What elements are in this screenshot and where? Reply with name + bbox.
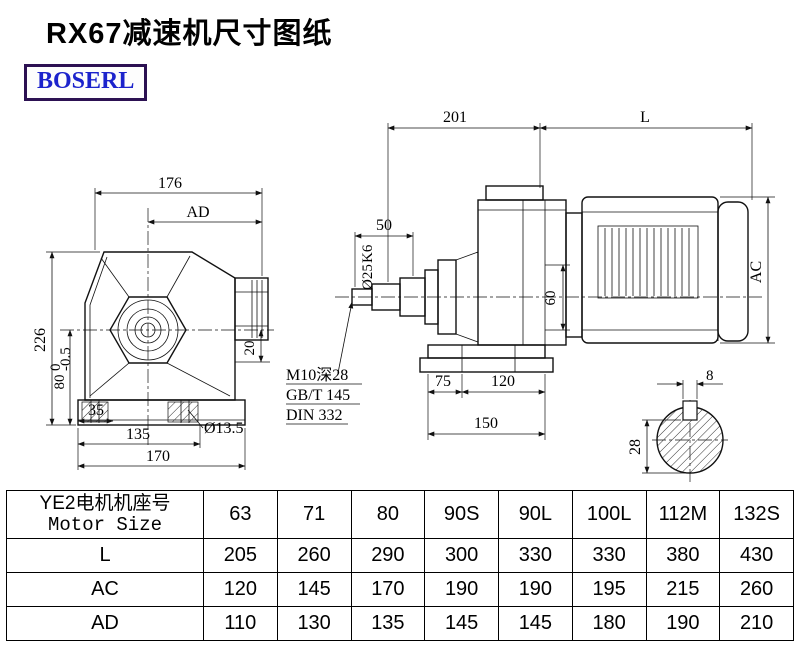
motor-size-label-cn: YE2电机机座号 xyxy=(39,492,171,514)
table-corner-cell: YE2电机机座号 Motor Size xyxy=(6,490,204,539)
table-row-AC: AC 120 145 170 190 190 195 215 260 xyxy=(6,572,794,607)
cell-AC-80: 170 xyxy=(350,572,426,607)
dim-8-label: 8 xyxy=(706,368,714,384)
gearbox-body xyxy=(477,199,567,346)
col-header-90L: 90L xyxy=(498,490,573,539)
side-view-drawing: 201 L 50 Ø25 K6 60 AC M10深28 GB/T 145 DI… xyxy=(286,109,775,440)
dim-226-label: 226 xyxy=(32,328,49,352)
dim-75-label: 75 xyxy=(435,373,451,390)
dim-L-label: L xyxy=(640,109,650,126)
cell-L-132S: 430 xyxy=(719,538,794,573)
din-standard-note: DIN 332 xyxy=(286,407,342,424)
dim-120-label: 120 xyxy=(491,373,515,390)
dim-35-label: 35 xyxy=(88,402,104,419)
cell-L-63: 205 xyxy=(203,538,278,573)
cell-AC-71: 145 xyxy=(276,572,352,607)
brand-text: BOSERL xyxy=(37,68,135,94)
gearbox-foot-plate xyxy=(419,357,554,373)
cell-L-80: 290 xyxy=(350,538,426,573)
col-header-132S: 132S xyxy=(719,490,794,539)
cell-AD-112M: 190 xyxy=(645,606,721,641)
cell-AC-90L: 190 xyxy=(498,572,573,607)
table-header-row: YE2电机机座号 Motor Size 63 71 80 90S 90L 100… xyxy=(6,490,794,539)
cell-AC-63: 120 xyxy=(203,572,278,607)
dim-AD-label: AD xyxy=(186,204,209,221)
cell-AC-112M: 215 xyxy=(645,572,721,607)
page-title: RX67减速机尺寸图纸 xyxy=(46,18,333,50)
col-header-71: 71 xyxy=(276,490,352,539)
thread-note: M10深28 xyxy=(286,366,348,384)
dimension-table: YE2电机机座号 Motor Size 63 71 80 90S 90L 100… xyxy=(6,490,794,641)
cell-AD-63: 110 xyxy=(203,606,278,641)
dim-201-label: 201 xyxy=(443,109,467,126)
cell-L-100L: 330 xyxy=(571,538,647,573)
row-label-AD: AD xyxy=(6,606,204,641)
col-header-80: 80 xyxy=(350,490,426,539)
motor-flange xyxy=(565,212,583,338)
dim-150-label: 150 xyxy=(474,415,498,432)
dim-176-label: 176 xyxy=(158,175,182,192)
dim-80-tol-lo: -0.5 xyxy=(58,347,74,371)
cell-AD-100L: 180 xyxy=(571,606,647,641)
cell-AC-132S: 260 xyxy=(719,572,794,607)
shaft-dia-label: Ø25 xyxy=(360,264,376,290)
dim-50-label: 50 xyxy=(376,217,392,234)
motor-size-label-en: Motor Size xyxy=(47,513,163,536)
base-plate xyxy=(77,399,246,426)
table-row-AD: AD 110 130 135 145 145 180 190 210 xyxy=(6,606,794,641)
motor-body xyxy=(581,196,719,344)
dim-135-label: 135 xyxy=(126,426,150,443)
cell-L-112M: 380 xyxy=(645,538,721,573)
col-header-63: 63 xyxy=(203,490,278,539)
dim-AC-label: AC xyxy=(748,261,765,283)
cell-AD-132S: 210 xyxy=(719,606,794,641)
dim-20-label: 20 xyxy=(242,341,258,356)
col-header-112M: 112M xyxy=(645,490,721,539)
keyway xyxy=(682,400,698,421)
gearbox-base xyxy=(427,344,546,359)
cell-AC-90S: 190 xyxy=(424,572,499,607)
row-label-L: L xyxy=(6,538,204,573)
front-view-drawing: 176 AD 226 80 0 -0.5 20 35 135 170 xyxy=(32,175,274,470)
cell-AD-90L: 145 xyxy=(498,606,573,641)
cell-L-90L: 330 xyxy=(498,538,573,573)
fan-cowl xyxy=(717,201,749,342)
col-header-90S: 90S xyxy=(424,490,499,539)
dim-60-label: 60 xyxy=(543,291,559,306)
col-header-100L: 100L xyxy=(571,490,647,539)
cell-L-90S: 300 xyxy=(424,538,499,573)
shaft-section-drawing: 8 28 xyxy=(627,368,728,482)
motor-fin-lines xyxy=(604,228,690,296)
flange-circle-outer xyxy=(117,299,179,361)
cell-AC-100L: 195 xyxy=(571,572,647,607)
dim-28-label: 28 xyxy=(627,439,644,455)
cell-AD-71: 130 xyxy=(276,606,352,641)
dim-hole-label: Ø13.5 xyxy=(204,420,244,437)
cell-AD-90S: 145 xyxy=(424,606,499,641)
cell-AD-80: 135 xyxy=(350,606,426,641)
row-label-AC: AC xyxy=(6,572,204,607)
table-row-L: L 205 260 290 300 330 330 380 430 xyxy=(6,538,794,573)
shaft-fit-label: K6 xyxy=(360,244,376,263)
dim-80-label: 80 xyxy=(52,375,68,390)
cell-L-71: 260 xyxy=(276,538,352,573)
motor-fins xyxy=(597,225,699,299)
gb-standard-note: GB/T 145 xyxy=(286,387,350,404)
right-foot-pad xyxy=(167,401,199,423)
side-boss xyxy=(234,277,269,341)
housing-inner-wall xyxy=(89,256,108,398)
brand-badge: BOSERL xyxy=(24,64,148,101)
dim-80-tol-hi: 0 xyxy=(48,364,64,372)
dim-170-label: 170 xyxy=(146,448,170,465)
gearbox-top-flange xyxy=(485,185,544,201)
